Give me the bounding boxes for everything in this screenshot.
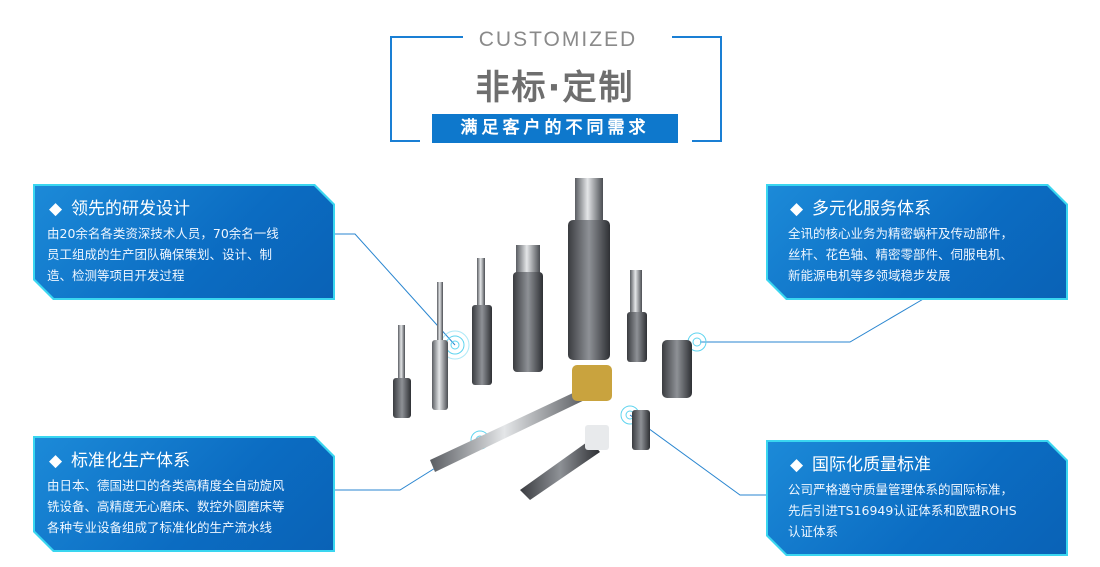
diamond-icon: ◆	[790, 199, 804, 219]
feature-text: 丝杆、花色轴、精密零部件、伺服电机、	[788, 247, 1014, 262]
diamond-icon: ◆	[790, 455, 804, 475]
section-title: 非标·定制	[475, 68, 635, 108]
connector-lines	[333, 233, 926, 496]
feature-card-production: ◆ 标准化生产体系 由日本、德国进口的各类高精度全自动旋风铣设备、高精度无心磨床、…	[33, 436, 335, 552]
feature-card-quality: ◆ 国际化质量标准 公司严格遵守质量管理体系的国际标准， 先后引进TS16949认证…	[766, 440, 1068, 556]
feature-text: 公司严格遵守质量管理体系的国际标准，	[788, 482, 1014, 497]
feature-text: 各种专业设备组成了标准化的生产流水线	[47, 520, 273, 535]
feature-text: 铣设备、高精度无心磨床、数控外圆磨床等	[47, 499, 285, 514]
feature-text: 由日本、德国进口的各类高精度全自动旋风	[47, 478, 285, 493]
feature-card-rnd: ◆ 领先的研发设计 由20余名各类资深技术人员，70余名一线员工组成的生产团队确保…	[33, 184, 335, 300]
feature-text: 由20余名各类资深技术人员，70余名一线	[47, 226, 279, 241]
feature-text: 先后引进TS16949认证体系和欧盟ROHS	[788, 503, 1017, 518]
feature-text: 造、检测等项目开发过程	[47, 268, 185, 283]
diamond-icon: ◆	[49, 199, 63, 219]
section-tagline: 满足客户的不同需求	[432, 114, 678, 143]
diamond-icon: ◆	[49, 451, 63, 471]
feature-text: 员工组成的生产团队确保策划、设计、制	[47, 247, 273, 262]
feature-text: 新能源电机等多领域稳步发展	[788, 268, 951, 283]
feature-title: 标准化生产体系	[71, 451, 190, 471]
feature-title: 国际化质量标准	[812, 455, 931, 475]
feature-text: 全讯的核心业务为精密蜗杆及传动部件，	[788, 226, 1014, 241]
feature-title: 领先的研发设计	[71, 199, 190, 219]
feature-title: 多元化服务体系	[812, 199, 931, 219]
feature-text: 认证体系	[788, 524, 839, 539]
section-subtitle: CUSTOMIZED	[478, 28, 638, 51]
shaft-parts	[393, 178, 692, 500]
feature-card-service: ◆ 多元化服务体系 全讯的核心业务为精密蜗杆及传动部件， 丝杆、花色轴、精密零部件、…	[766, 184, 1068, 300]
